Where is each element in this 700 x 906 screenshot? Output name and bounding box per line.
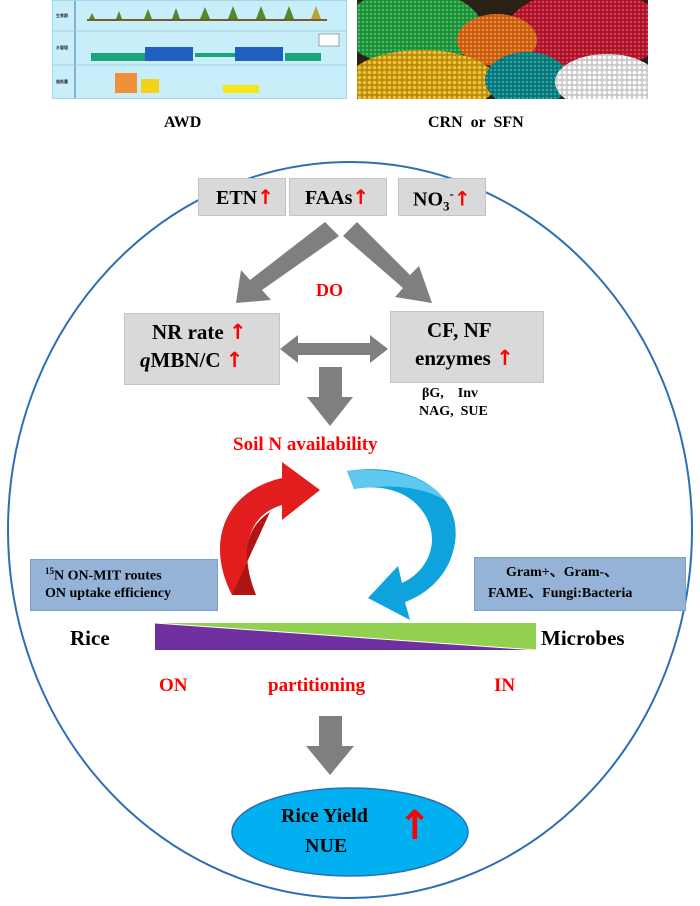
svg-text:生育期: 生育期 [56, 12, 68, 18]
svg-text:施氮量: 施氮量 [55, 78, 68, 84]
no3-label: NO3-↑ [413, 187, 471, 213]
awd-label: AWD [164, 114, 202, 131]
nr-rate-text: NR rate [152, 320, 224, 344]
yield-line1: Rice Yield [281, 805, 368, 827]
qmbn-up-arrow-icon: ↑ [225, 348, 244, 372]
microbes-label: Microbes [541, 626, 625, 650]
etn-text: ETN [216, 187, 258, 209]
crn-sfn-label: CRN or SFN [428, 114, 524, 131]
faas-box [289, 178, 387, 216]
enzyme-list-line1: βG, Inv [422, 386, 478, 401]
cf-line1: CF, NF [427, 318, 492, 342]
outer-oval [7, 161, 693, 899]
down-arrow-yield [306, 716, 354, 775]
in-label: IN [494, 675, 516, 696]
awd-chart-image: 生育期水管理施氮量 [52, 0, 347, 99]
nr-line2: qMBN/C ↑ [140, 350, 243, 371]
n15-line1: 15N ON-MIT routes [45, 567, 162, 584]
nr-up-arrow-icon: ↑ [228, 320, 247, 344]
n15-superscript: 15 [45, 566, 54, 576]
faas-text: FAAs [305, 187, 353, 209]
microbe-box [474, 557, 686, 611]
microbe-line1: Gram+、Gram-、 [506, 565, 619, 580]
yield-line2: NUE [305, 835, 348, 857]
n15-box [30, 559, 218, 611]
soil-n-label: Soil N availability [233, 434, 378, 455]
fertilizer-granules-image [357, 0, 648, 99]
no3-subscript: 3 [443, 198, 450, 214]
do-label: DO [316, 280, 343, 300]
down-arrow-soil [307, 367, 353, 426]
no3-text: NO [413, 188, 443, 211]
qmbn-text: MBN/C [150, 348, 221, 372]
arrow-to-cf [343, 222, 432, 303]
granules-drawing [357, 0, 648, 99]
enzyme-list-line2: NAG, SUE [419, 404, 488, 419]
cf-line2: enzymes ↑ [415, 348, 514, 369]
enzymes-text: enzymes [415, 346, 491, 370]
partitioning-label: partitioning [268, 675, 366, 696]
red-cycle-arrow [219, 462, 320, 595]
microbe-line2: FAME、Fungi:Bacteria [488, 586, 633, 601]
etn-up-arrow-icon: ↑ [257, 185, 274, 209]
n15-routes-text: N ON-MIT routes [54, 568, 162, 584]
on-label: ON [159, 675, 188, 696]
etn-box [198, 178, 286, 216]
no3-superscript: - [449, 186, 454, 201]
blue-cycle-arrow [347, 469, 456, 620]
arrow-to-nr [236, 222, 339, 303]
q-italic: q [140, 348, 151, 372]
no3-up-arrow-icon: ↑ [453, 186, 471, 211]
yield-up-arrow-icon: ↑ [398, 803, 432, 849]
nr-line1: NR rate ↑ [152, 322, 247, 343]
nr-box [124, 313, 280, 385]
double-arrow [280, 335, 388, 363]
yield-ellipse [231, 787, 469, 877]
faas-label: FAAs↑ [305, 187, 369, 208]
no3-box [398, 178, 486, 216]
rice-label: Rice [70, 626, 110, 650]
svg-text:水管理: 水管理 [55, 44, 68, 50]
n15-line2: ON uptake efficiency [45, 586, 171, 601]
cf-up-arrow-icon: ↑ [496, 346, 514, 370]
faas-up-arrow-icon: ↑ [352, 185, 370, 209]
cf-box [390, 311, 544, 383]
etn-label: ETN↑ [216, 187, 274, 208]
